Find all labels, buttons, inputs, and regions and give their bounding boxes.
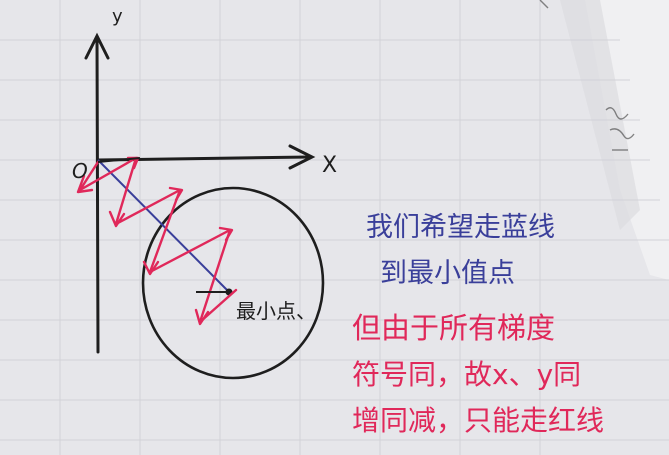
origin-label: O bbox=[72, 159, 88, 183]
x-axis-arrowhead bbox=[288, 144, 316, 170]
contour-circle bbox=[141, 186, 325, 380]
red-note-line1: 但由于所有梯度 bbox=[352, 311, 555, 345]
x-axis-label: X bbox=[322, 153, 337, 178]
black-arrow-strokes bbox=[97, 157, 230, 293]
blue-note-line1: 我们希望走蓝线 bbox=[366, 212, 555, 243]
y-axis-label: y bbox=[112, 6, 123, 27]
right-page-scribbles bbox=[539, 0, 635, 151]
min-point-label: 最小点、 bbox=[236, 299, 316, 323]
page-shadow bbox=[560, 0, 640, 230]
blue-path-line bbox=[97, 159, 229, 292]
blue-note-line2: 到最小值点 bbox=[380, 258, 515, 289]
y-axis-arrowhead bbox=[84, 32, 110, 60]
red-note-line3: 增同减，只能走红线 bbox=[352, 404, 604, 437]
red-note-line2: 符号同，故x、y同 bbox=[352, 358, 581, 391]
y-axis bbox=[95, 36, 100, 354]
